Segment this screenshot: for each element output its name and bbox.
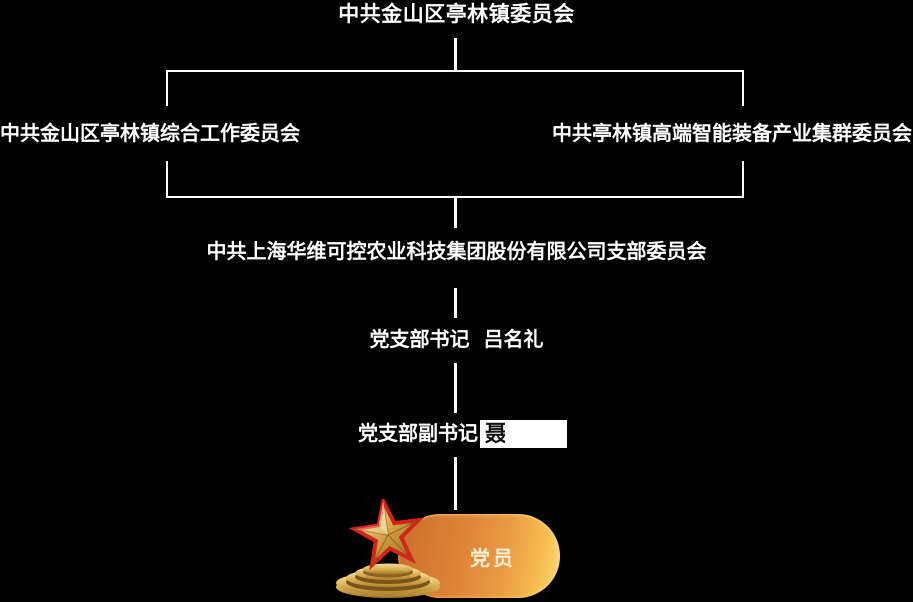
secretary-title: 党支部书记 — [369, 329, 470, 351]
connector-root-stem — [454, 38, 457, 71]
connector-deputy-stem — [454, 363, 457, 413]
masked-name-partial-char: 聂 — [485, 422, 505, 446]
deputy-secretary-title: 党支部副书记 — [358, 423, 478, 445]
name-redaction-box: 聂 — [480, 420, 567, 448]
connector-left-branch-lower — [166, 161, 168, 198]
member-badge-label: 党员 — [470, 547, 516, 570]
branch-left-label: 中共金山区亭林镇综合工作委员会 — [0, 123, 300, 145]
secretary-row: 党支部书记 吕名礼 — [0, 329, 913, 352]
connector-company-stem — [454, 196, 457, 228]
connector-left-branch-upper — [166, 70, 168, 106]
connector-top-horizontal — [167, 70, 744, 72]
org-root-label: 中共金山区亭林镇委员会 — [338, 3, 575, 26]
secretary-name: 吕名礼 — [483, 329, 544, 351]
branch-right-label: 中共亭林镇高端智能装备产业集群委员会 — [552, 123, 912, 145]
connector-right-branch-upper — [742, 70, 744, 106]
company-committee-label: 中共上海华维可控农业科技集团股份有限公司支部委员会 — [206, 241, 707, 263]
connector-right-branch-lower — [742, 161, 744, 198]
connector-member-stem — [454, 457, 457, 510]
connector-secretary-stem — [454, 288, 457, 318]
gold-star-trophy-icon — [336, 499, 440, 598]
